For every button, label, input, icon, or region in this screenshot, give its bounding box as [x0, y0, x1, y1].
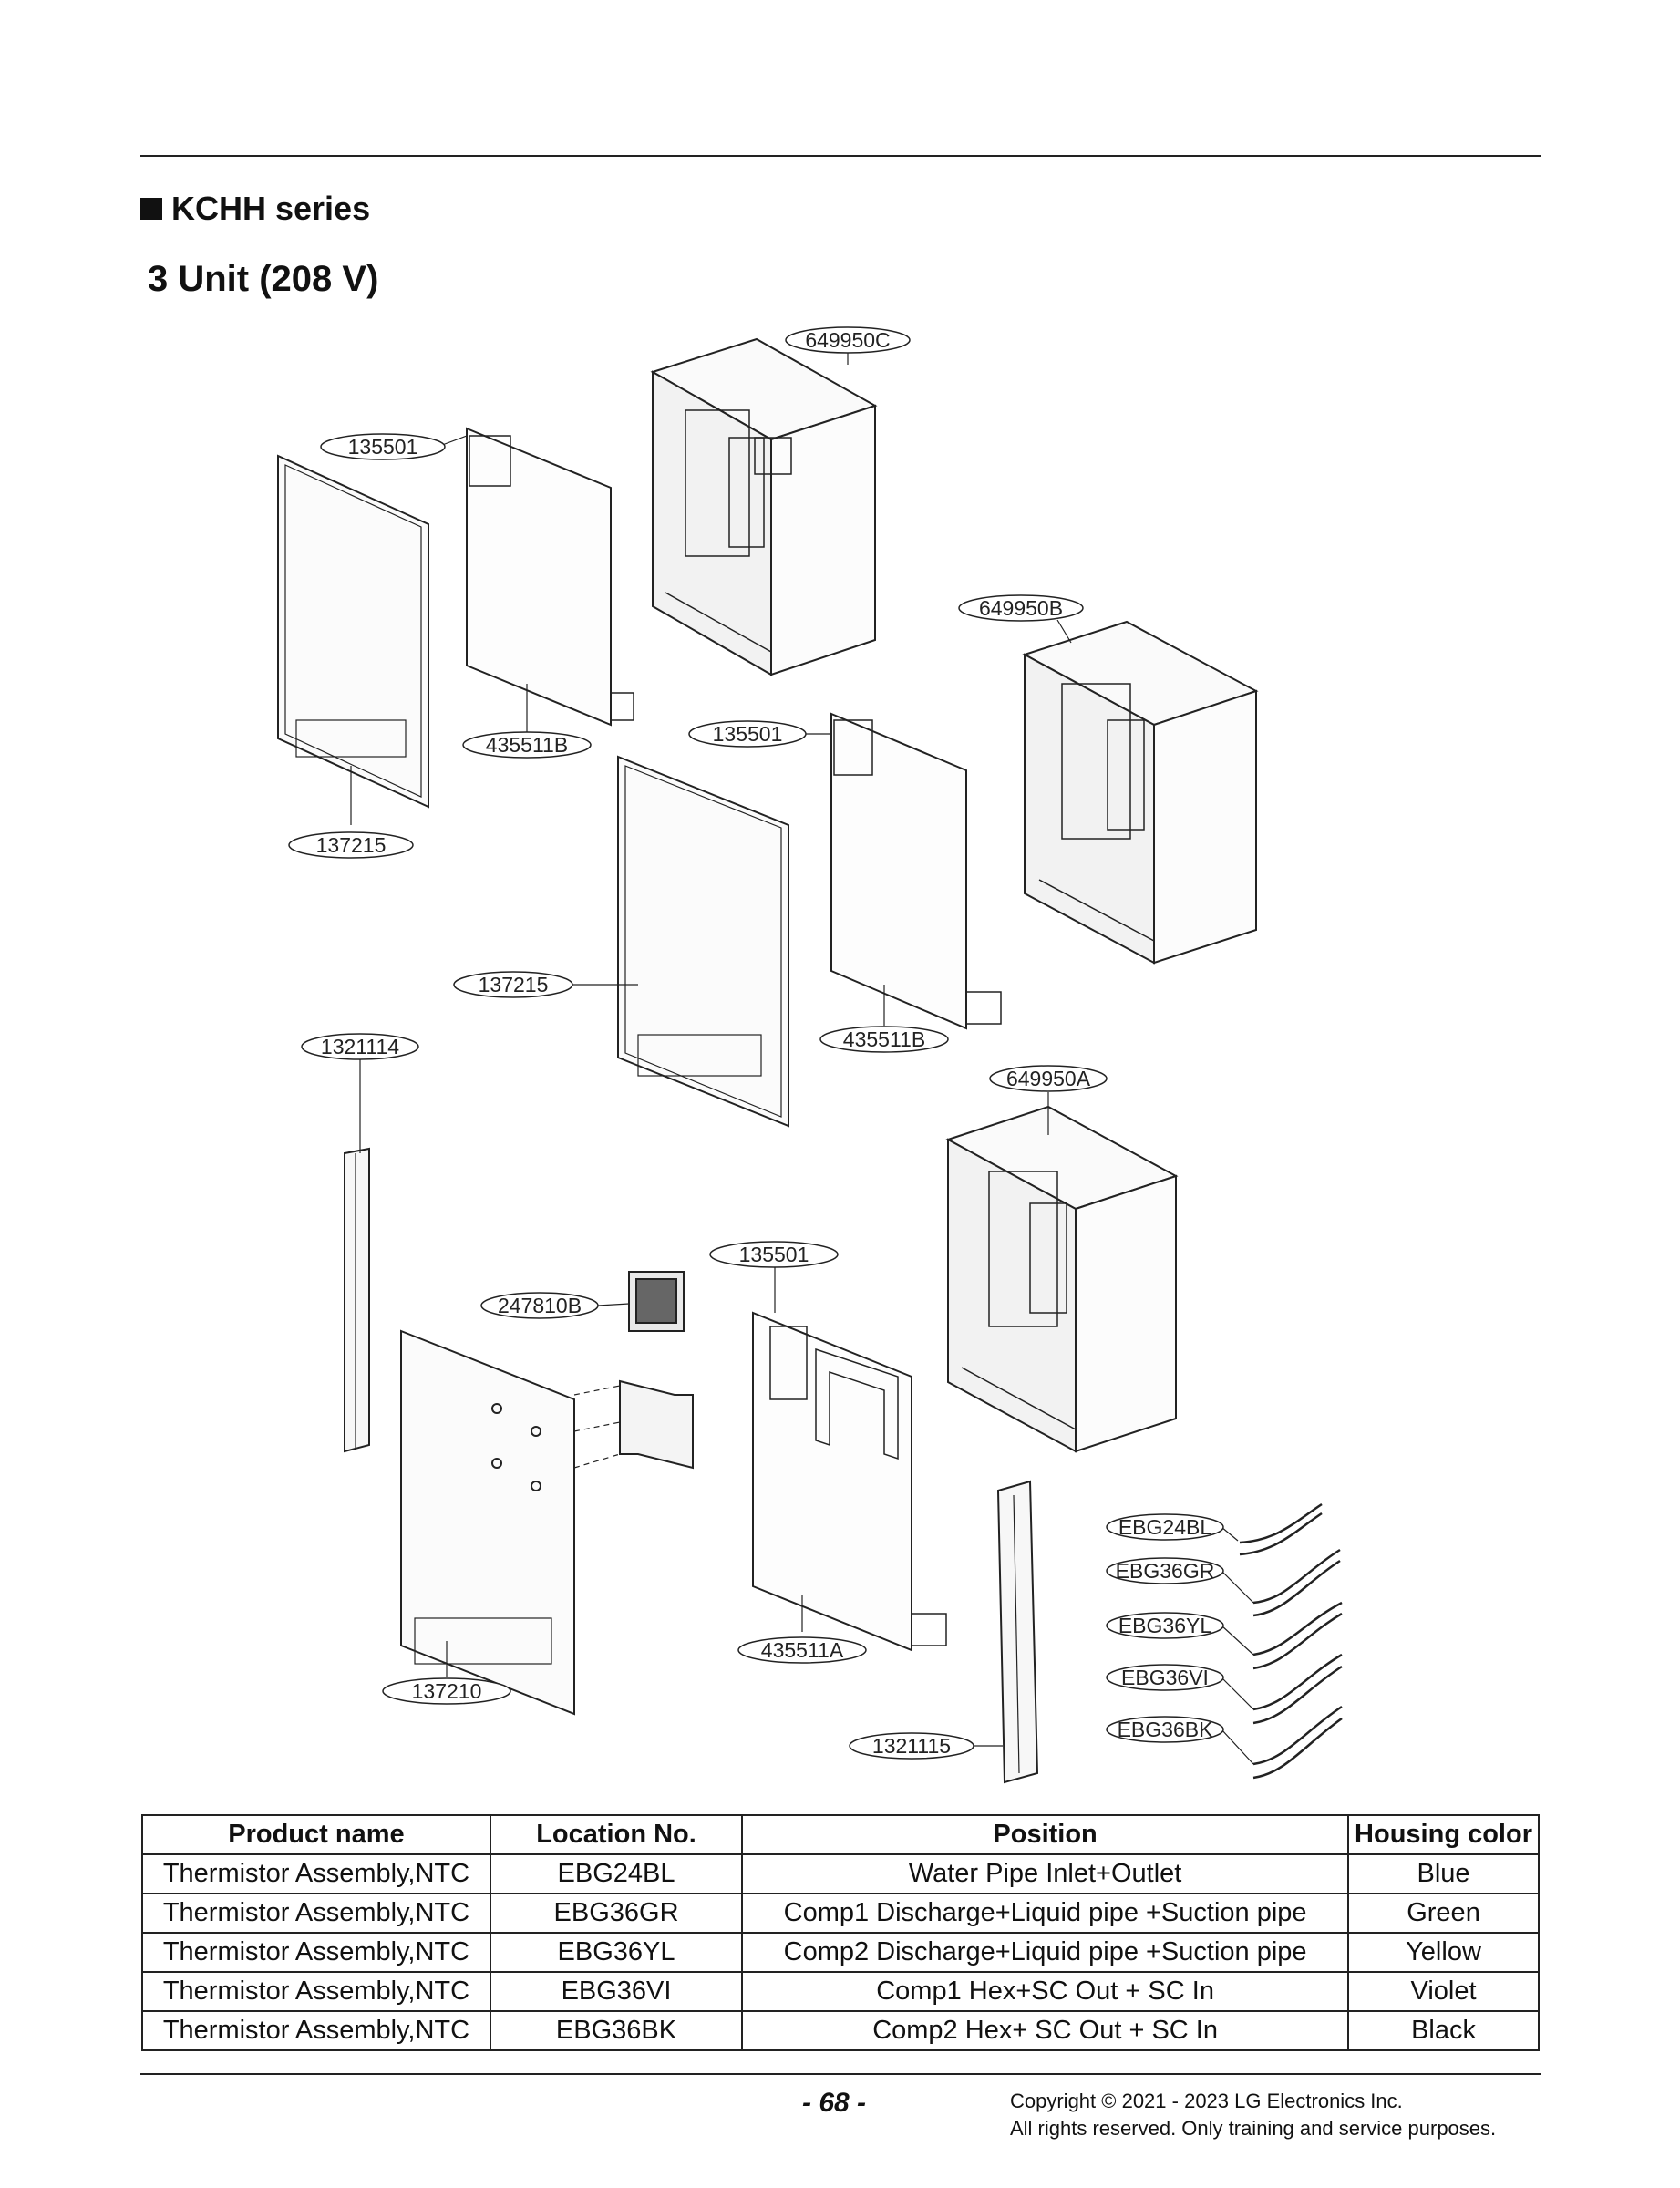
- table-row: Thermistor Assembly,NTC EBG24BL Water Pi…: [141, 1853, 1540, 1894]
- control-box-649950A: [945, 1105, 1179, 1453]
- callout-137210: 137210: [412, 1679, 482, 1703]
- inner-panel-435511A: [752, 1311, 947, 1652]
- series-title: KCHH series: [171, 190, 371, 227]
- cell-location-no: EBG24BL: [489, 1853, 744, 1894]
- callout-135501-a: 135501: [348, 435, 418, 459]
- cell-position: Comp1 Hex+SC Out + SC In: [741, 1971, 1350, 2012]
- unit-title: 3 Unit (208 V): [148, 259, 379, 299]
- cell-product-name: Thermistor Assembly,NTC: [141, 1893, 491, 1934]
- front-panel-137215-middle: [617, 755, 789, 1128]
- thermistor-parts-table: Product name Location No. Position Housi…: [141, 1814, 1540, 2051]
- cell-housing-color: Violet: [1347, 1971, 1540, 2012]
- table-row: Thermistor Assembly,NTC EBG36GR Comp1 Di…: [141, 1893, 1540, 1934]
- callout-435511A: 435511A: [761, 1638, 844, 1662]
- table-row: Thermistor Assembly,NTC EBG36VI Comp1 He…: [141, 1971, 1540, 2012]
- callout-EBG36GR: EBG36GR: [1116, 1559, 1215, 1583]
- inner-panel-435511B-middle: [830, 712, 1002, 1030]
- callout-435511B-a: 435511B: [486, 733, 568, 757]
- cell-product-name: Thermistor Assembly,NTC: [141, 2010, 491, 2051]
- table-header-row: Product name Location No. Position Housi…: [141, 1814, 1540, 1855]
- cell-product-name: Thermistor Assembly,NTC: [141, 1971, 491, 2012]
- side-rail-1321114: [344, 1147, 370, 1453]
- cell-housing-color: Yellow: [1347, 1932, 1540, 1973]
- column-header-housing-color: Housing color: [1347, 1814, 1540, 1855]
- callout-649950B: 649950B: [979, 596, 1063, 620]
- callout-EBG36VI: EBG36VI: [1121, 1666, 1209, 1689]
- callout-1321115: 1321115: [872, 1734, 951, 1758]
- control-box-649950C: [650, 337, 878, 676]
- column-header-location-no: Location No.: [489, 1814, 744, 1855]
- top-rule: [140, 155, 1541, 157]
- cell-position: Comp1 Discharge+Liquid pipe +Suction pip…: [741, 1893, 1350, 1934]
- copyright-line-2: All rights reserved. Only training and s…: [1010, 2117, 1497, 2140]
- copyright-line-1: Copyright © 2021 - 2023 LG Electronics I…: [1010, 2090, 1403, 2112]
- callout-EBG36YL: EBG36YL: [1118, 1614, 1211, 1637]
- bottom-rule: [140, 2073, 1541, 2075]
- side-rail-1321115: [996, 1480, 1039, 1784]
- inner-panel-435511B-upper: [466, 427, 634, 727]
- cell-product-name: Thermistor Assembly,NTC: [141, 1853, 491, 1894]
- cell-position: Comp2 Hex+ SC Out + SC In: [741, 2010, 1350, 2051]
- callout-649950C: 649950C: [805, 328, 890, 352]
- thermistor-harnesses: [1239, 1502, 1343, 1780]
- cell-position: Water Pipe Inlet+Outlet: [741, 1853, 1350, 1894]
- cell-housing-color: Black: [1347, 2010, 1540, 2051]
- callout-137215-a: 137215: [316, 833, 387, 857]
- cell-location-no: EBG36BK: [489, 2010, 744, 2051]
- remote-controller-247810B: [573, 1271, 694, 1470]
- series-heading: KCHH series: [140, 190, 370, 228]
- callout-135501-c: 135501: [739, 1243, 809, 1266]
- page-number: - 68 -: [802, 2088, 867, 2118]
- column-header-position: Position: [741, 1814, 1350, 1855]
- callout-649950A: 649950A: [1006, 1067, 1091, 1090]
- front-panel-137215-left: [277, 454, 429, 809]
- callout-135501-b: 135501: [713, 722, 783, 746]
- cell-housing-color: Blue: [1347, 1853, 1540, 1894]
- square-bullet-icon: [140, 198, 162, 220]
- callout-435511B-b: 435511B: [843, 1027, 925, 1051]
- cell-position: Comp2 Discharge+Liquid pipe +Suction pip…: [741, 1932, 1350, 1973]
- callout-EBG24BL: EBG24BL: [1118, 1515, 1211, 1539]
- callout-ovals: [288, 326, 1224, 1760]
- column-header-product-name: Product name: [141, 1814, 491, 1855]
- cell-product-name: Thermistor Assembly,NTC: [141, 1932, 491, 1973]
- callout-247810B: 247810B: [498, 1294, 582, 1317]
- table-row: Thermistor Assembly,NTC EBG36YL Comp2 Di…: [141, 1932, 1540, 1973]
- table-row: Thermistor Assembly,NTC EBG36BK Comp2 He…: [141, 2010, 1540, 2051]
- callout-137215-b: 137215: [479, 973, 549, 996]
- copyright-notice: Copyright © 2021 - 2023 LG Electronics I…: [1010, 2088, 1496, 2142]
- callout-1321114: 1321114: [321, 1035, 399, 1058]
- cell-housing-color: Green: [1347, 1893, 1540, 1934]
- control-box-649950B: [1022, 620, 1259, 965]
- cell-location-no: EBG36VI: [489, 1971, 744, 2012]
- cell-location-no: EBG36YL: [489, 1932, 744, 1973]
- cell-location-no: EBG36GR: [489, 1893, 744, 1934]
- exploded-parts-diagram: 649950C 135501 435511B 137215 135501 649…: [277, 326, 1343, 1784]
- front-panel-137210: [400, 1329, 575, 1716]
- callout-EBG36BK: EBG36BK: [1118, 1718, 1213, 1741]
